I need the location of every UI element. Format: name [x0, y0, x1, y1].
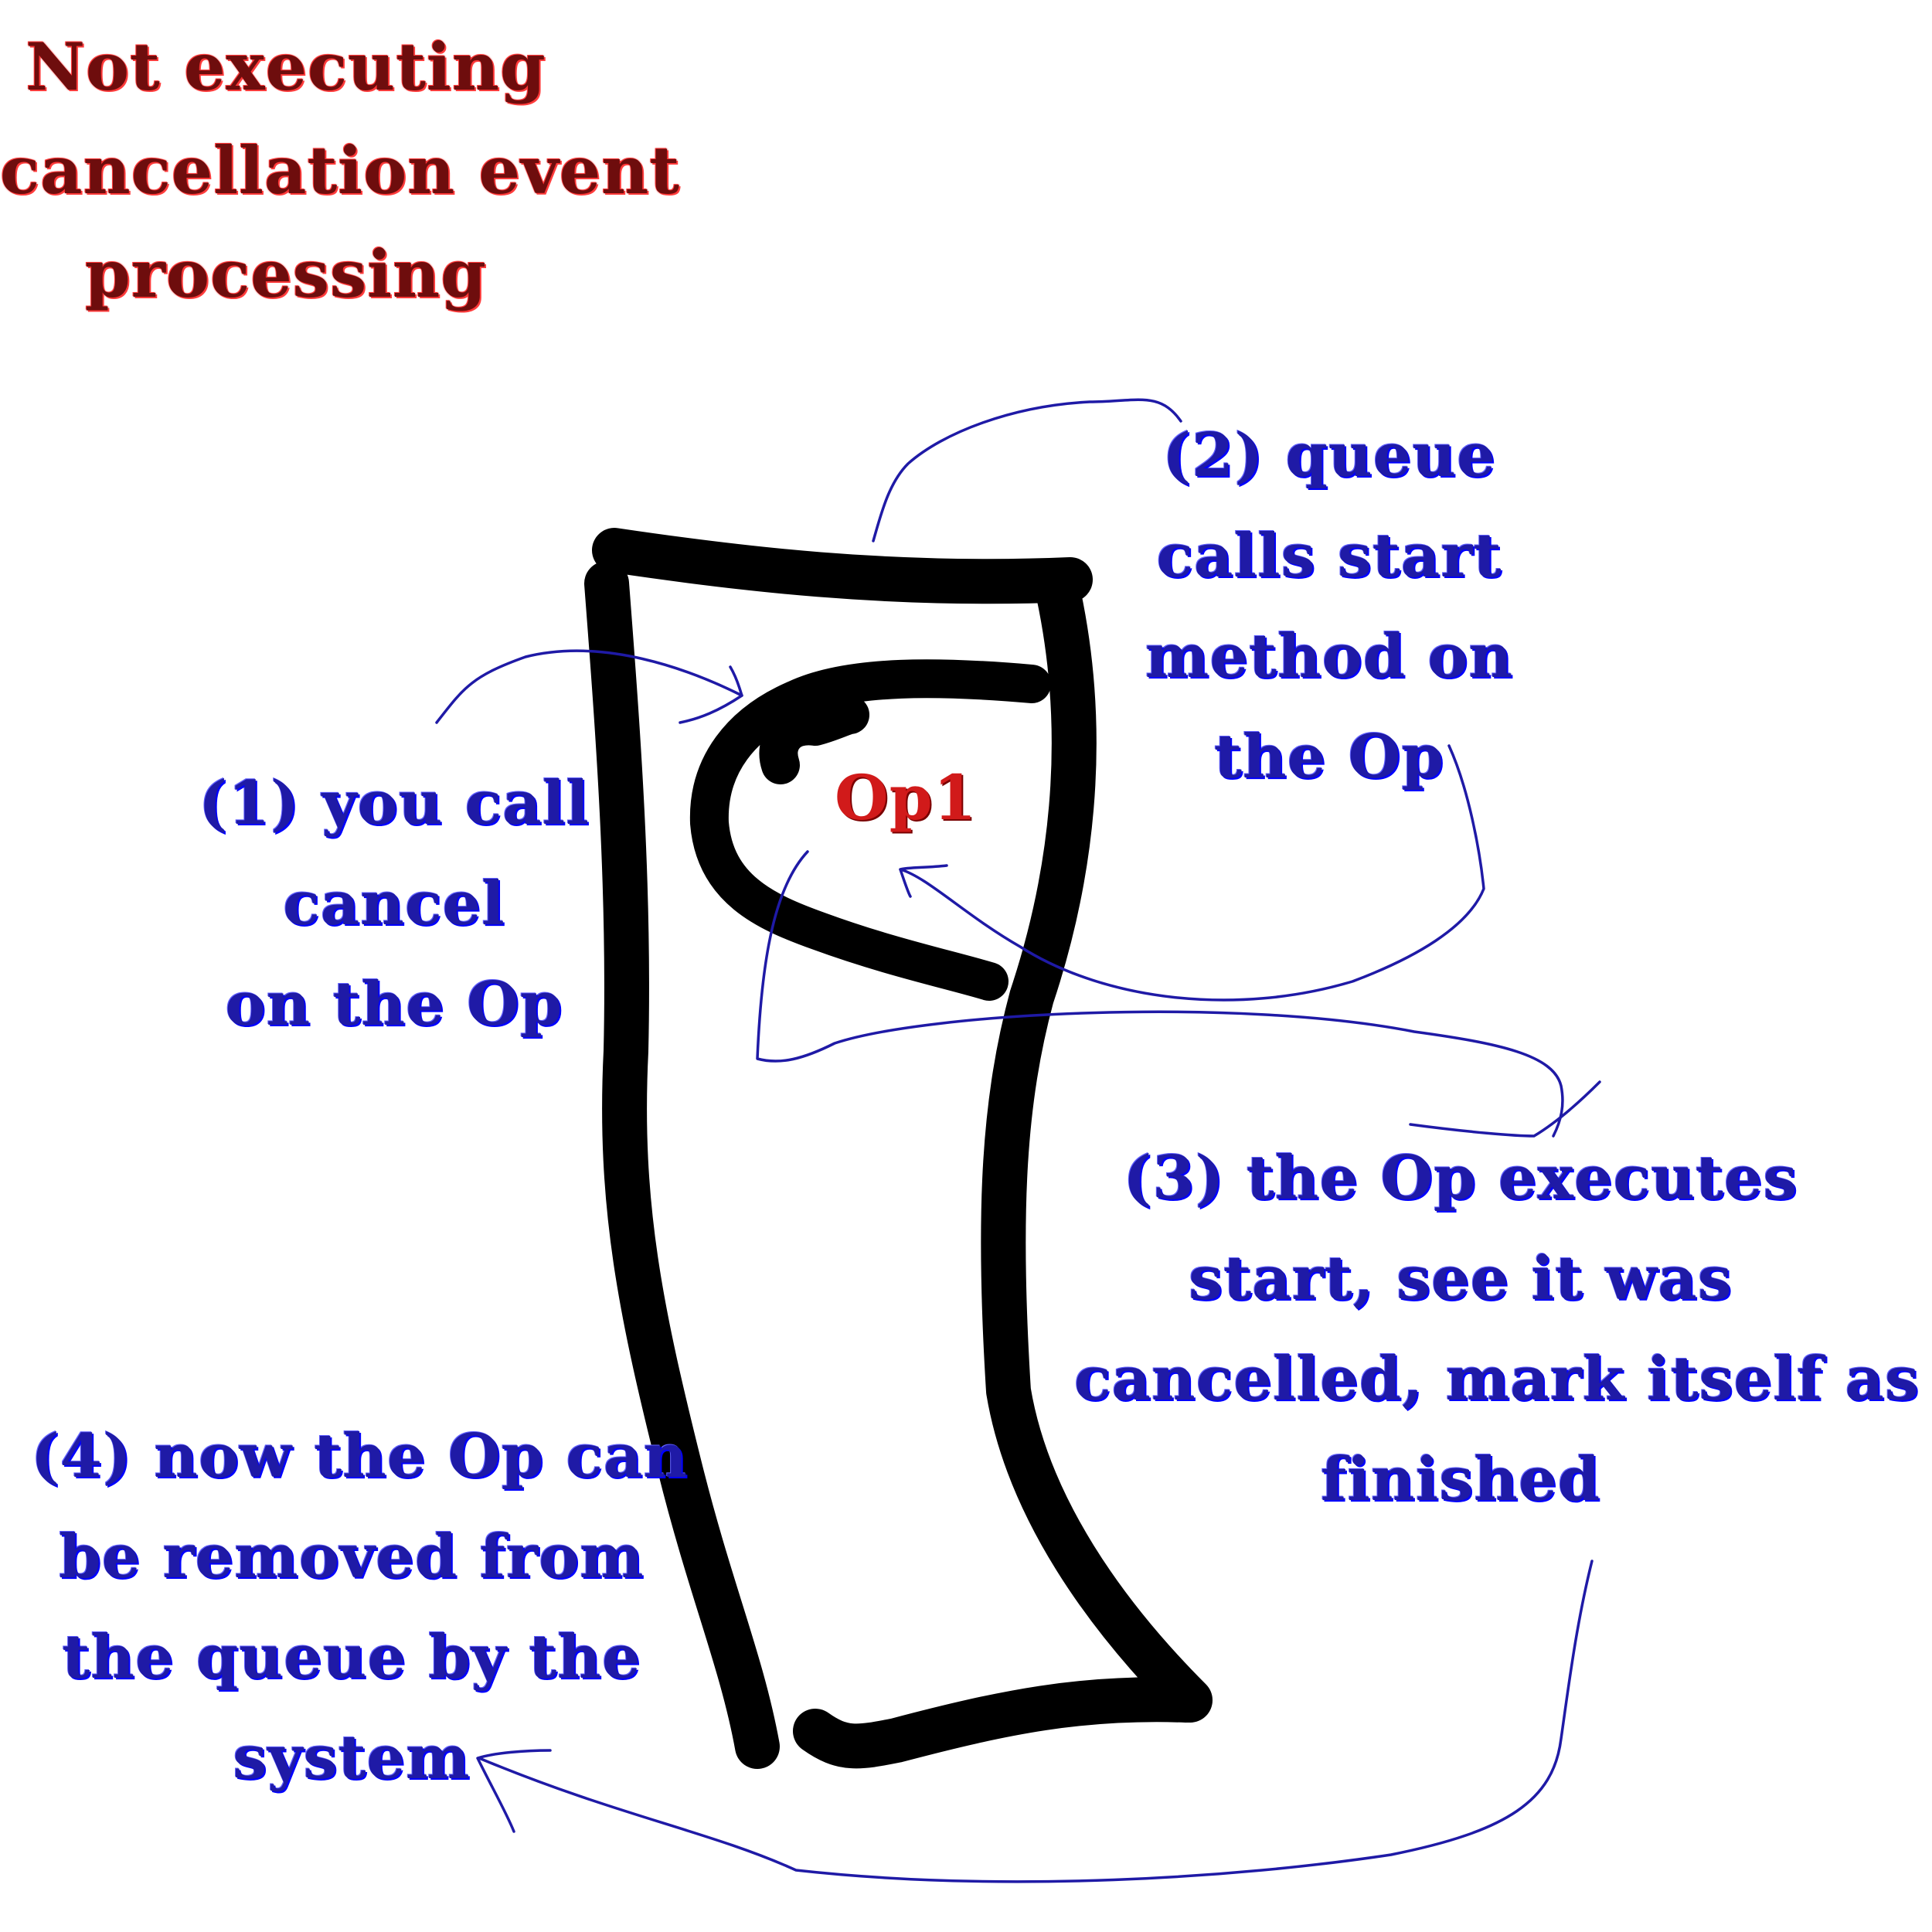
step-4-line: the queue by the [62, 1622, 641, 1692]
op1-label: Op1 [835, 761, 978, 834]
step-2-line: (2) queue [1162, 420, 1496, 491]
removal-arrowhead [476, 1749, 552, 1833]
op1-bubble [689, 659, 1051, 1001]
start-method-arrowhead [899, 864, 948, 898]
step-3-line: finished [1320, 1444, 1601, 1515]
title-line: Not executing [26, 29, 546, 105]
op1-bubble-inner [759, 696, 869, 784]
step-2-line: the Op [1213, 722, 1444, 792]
cancel-arrowhead [679, 665, 743, 724]
step-1-line: cancel [283, 869, 505, 939]
start-method-arrow [899, 744, 1485, 1002]
queue-top-edge [592, 528, 1093, 604]
execution-arrow [756, 850, 1564, 1138]
diagram-title: Not executing cancellation event process… [0, 15, 681, 326]
step-1-note: (1) you call cancel on the Op [193, 753, 595, 1055]
step-2-line: method on [1145, 621, 1514, 692]
cancel-arrow [435, 649, 743, 724]
queue-left-side [584, 561, 780, 1769]
step-1-line: on the Op [225, 969, 563, 1039]
step-3-line: cancelled, mark itself as [1074, 1344, 1920, 1414]
step-3-line: start, see it was [1189, 1243, 1733, 1314]
start-call-arrow [872, 398, 1182, 543]
step-1-line: (1) you call [199, 768, 590, 838]
step-4-line: system [233, 1723, 471, 1793]
step-4-line: (4) now the Op can [31, 1421, 689, 1492]
step-3-note: (3) the Op executes start, see it was ca… [1074, 1128, 1920, 1530]
step-2-line: calls start [1156, 521, 1502, 591]
op1-bubble-outline [689, 659, 1051, 1001]
queue-bottom-edge [793, 1677, 1209, 1769]
execution-arrowhead [1409, 1080, 1601, 1138]
step-4-note: (4) now the Op can be removed from the q… [31, 1406, 689, 1808]
queue-right-side [981, 573, 1213, 1723]
queue-container [584, 528, 1213, 1769]
step-2-note: (2) queue calls start method on the Op [1144, 406, 1515, 808]
removal-arrow [478, 1560, 1594, 1883]
step-4-line: be removed from [59, 1522, 645, 1592]
title-line: cancellation event [0, 132, 681, 209]
step-3-line: (3) the Op executes [1123, 1143, 1798, 1213]
title-line: processing [85, 236, 487, 312]
